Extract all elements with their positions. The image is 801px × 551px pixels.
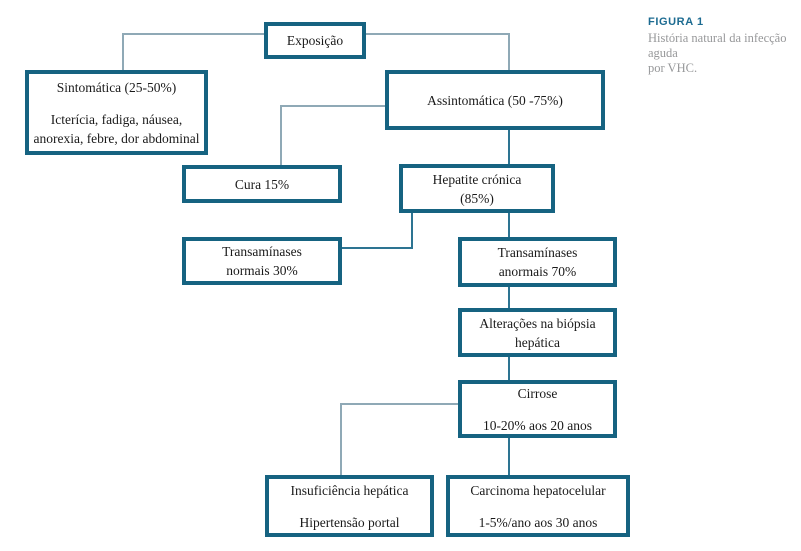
node-transaminases-anormais: Transamínases anormais 70% <box>458 237 617 287</box>
node-sintomatica: Sintomática (25-50%) Icterícia, fadiga, … <box>25 70 208 155</box>
node-carcinoma-hepatocelular-title: Carcinoma hepatocelular <box>470 482 606 498</box>
node-carcinoma-hepatocelular: Carcinoma hepatocelular 1-5%/ano aos 30 … <box>446 475 630 537</box>
figure-label: FIGURA 1 <box>648 16 704 28</box>
node-cura-label: Cura 15% <box>234 176 290 192</box>
connector-transanormais-alteracoes-v <box>508 287 510 309</box>
node-insuficiencia-hepatica-title: Insuficiência hepática <box>290 482 409 498</box>
connector-exposicao-assintomatica-h <box>366 33 510 35</box>
node-transaminases-anormais-line-1: Transamínases <box>497 245 578 260</box>
node-alteracoes-biopsia: Alterações na biópsia hepática <box>458 308 617 357</box>
node-insuficiencia-hepatica-detail: Hipertensão portal <box>299 514 400 530</box>
connector-hepatite-transanormais-v <box>508 213 510 238</box>
node-assintomatica-label: Assintomática (50 -75%) <box>427 92 563 108</box>
node-transaminases-anormais-line-2: anormais 70% <box>498 264 577 279</box>
connector-assintomatica-hepatite-v <box>508 130 510 165</box>
connector-exposicao-sintomatica-v <box>122 33 124 71</box>
node-insuficiencia-hepatica: Insuficiência hepática Hipertensão porta… <box>265 475 434 537</box>
node-sintomatica-detail-2: anorexia, febre, dor abdominal <box>33 130 200 146</box>
node-hepatite-cronica-line-1: Hepatite crónica <box>432 171 522 187</box>
node-sintomatica-detail-1: Icterícia, fadiga, náusea, <box>50 111 183 127</box>
node-alteracoes-biopsia-line-1: Alterações na biópsia <box>479 315 596 331</box>
connector-alteracoes-cirrose-v <box>508 357 510 381</box>
figure-caption-line-1: História natural da infecção aguda <box>648 31 787 60</box>
node-hepatite-cronica: Hepatite crónica (85%) <box>399 164 555 213</box>
connector-exposicao-assintomatica-v <box>508 33 510 71</box>
node-transaminases-normais-line-2: normais 30% <box>226 263 298 278</box>
node-carcinoma-hepatocelular-detail: 1-5%/ano aos 30 anos <box>478 514 598 530</box>
node-exposicao-label: Exposição <box>286 33 344 48</box>
connector-assintomatica-cura-h <box>280 105 387 107</box>
node-alteracoes-biopsia-line-2: hepática <box>515 334 560 350</box>
node-cirrose-title: Cirrose <box>517 385 558 401</box>
connector-hepatite-transnormais-v <box>411 213 413 249</box>
connector-assintomatica-cura-v <box>280 105 282 166</box>
connector-cirrose-insuficiencia-v <box>340 403 342 476</box>
figure-caption-line-2: por VHC. <box>648 61 698 75</box>
connector-cirrose-insuficiencia-h <box>340 403 459 405</box>
node-cirrose: Cirrose 10-20% aos 20 anos <box>458 380 617 438</box>
node-transaminases-normais: Transamínases normais 30% <box>182 237 342 285</box>
node-sintomatica-title: Sintomática (25-50%) <box>56 79 177 95</box>
node-cirrose-detail: 10-20% aos 20 anos <box>482 417 593 433</box>
connector-cirrose-carcinoma-v <box>508 438 510 476</box>
figure-caption: História natural da infecção aguda por V… <box>648 31 801 76</box>
node-exposicao: Exposição <box>264 22 366 59</box>
node-transaminases-normais-line-1: Transamínases <box>222 244 302 259</box>
connector-exposicao-sintomatica-h <box>122 33 265 35</box>
node-cura: Cura 15% <box>182 165 342 203</box>
node-assintomatica: Assintomática (50 -75%) <box>385 70 605 130</box>
node-hepatite-cronica-line-2: (85%) <box>460 190 494 206</box>
connector-hepatite-transnormais-h <box>340 247 413 249</box>
